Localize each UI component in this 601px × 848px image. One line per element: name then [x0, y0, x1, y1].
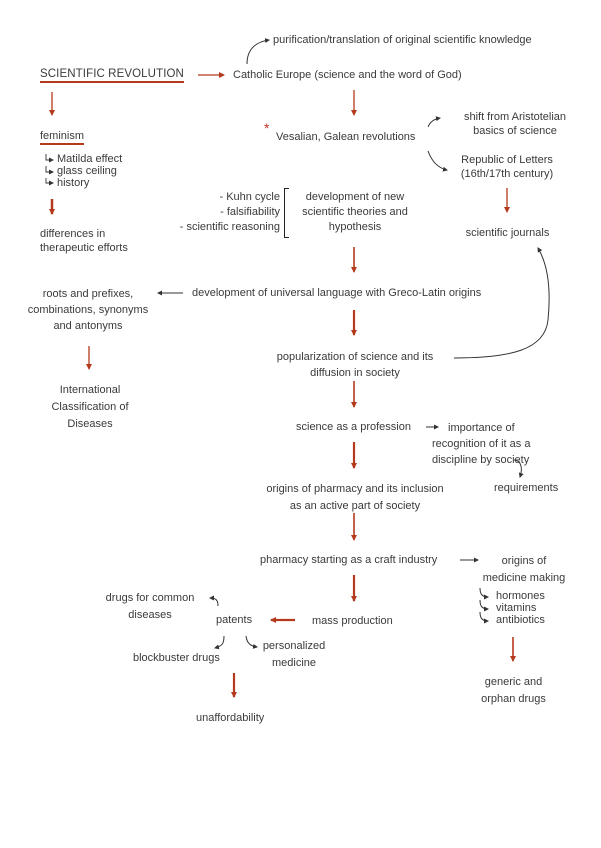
node-development-theories: development of new scientific theories a… — [290, 190, 420, 235]
text-line: discipline by society — [432, 454, 530, 466]
text-line: diseases — [128, 609, 172, 621]
text-line: scientific theories and — [302, 206, 408, 218]
node-feminism: feminism — [40, 129, 85, 145]
node-blockbuster: blockbuster drugs — [133, 652, 220, 664]
text-line: roots and prefixes, — [42, 288, 134, 300]
node-mass-production: mass production — [312, 615, 393, 627]
curve-vesalian-to-shift — [427, 116, 441, 128]
node-recognition: importance of recognition of it as a dis… — [432, 420, 530, 468]
node-roots: roots and prefixes, combinations, synony… — [18, 286, 158, 334]
text-line: recognition of it as a — [432, 438, 531, 450]
list-item: - scientific reasoning — [179, 221, 280, 233]
method-list: - Kuhn cycle - falsifiability - scientif… — [150, 190, 280, 235]
text-line: Diseases — [67, 418, 113, 430]
curve-patents-to-common — [209, 595, 219, 607]
node-common-diseases: drugs for common diseases — [100, 590, 200, 624]
list-item: history — [57, 177, 90, 189]
text-line: and antonyms — [53, 320, 123, 332]
list-item: glass ceiling — [57, 165, 117, 177]
text-line: (16th/17th century) — [460, 168, 554, 180]
curve-feminism-matilda — [45, 154, 54, 163]
list-item: antibiotics — [496, 614, 545, 626]
feminism-list: Matilda effect glass ceiling history — [57, 153, 122, 189]
asterisk-marker: * — [264, 120, 270, 136]
text-line: drugs for common — [105, 592, 195, 604]
text-line: medicine making — [482, 572, 566, 584]
curve-medicine-hormones — [479, 587, 489, 600]
bracket — [284, 188, 289, 238]
node-profession: science as a profession — [296, 421, 411, 433]
feminism-label: feminism — [40, 130, 85, 145]
list-item: hormones — [496, 590, 545, 602]
node-icd: International Classification of Diseases — [40, 382, 140, 433]
text-line: popularization of science and its — [276, 351, 434, 363]
text-line: generic and — [484, 676, 543, 688]
curve-patents-to-blockbuster — [214, 635, 225, 650]
node-generic: generic and orphan drugs — [466, 674, 561, 708]
node-catholic-europe: Catholic Europe (science and the word of… — [233, 69, 462, 81]
text-line: importance of — [448, 422, 515, 434]
text-line: differences in — [40, 228, 106, 240]
node-vesalian: Vesalian, Galean revolutions — [276, 131, 416, 143]
list-item: - falsifiability — [220, 206, 280, 218]
node-differences: differences in therapeutic efforts — [40, 227, 128, 255]
text-line: basics of science — [473, 125, 557, 137]
node-universal-language: development of universal language with G… — [192, 287, 482, 299]
curve-popularization-to-journals — [453, 247, 550, 359]
text-line: origins of — [501, 555, 547, 567]
curve-vesalian-to-republic — [427, 150, 448, 172]
node-scientific-revolution: SCIENTIFIC REVOLUTION — [40, 67, 184, 83]
curve-catholic-to-purification — [246, 38, 270, 65]
node-scientific-journals: scientific journals — [465, 227, 550, 239]
node-requirements: requirements — [494, 482, 559, 494]
list-item: - Kuhn cycle — [219, 191, 280, 203]
text-line: Classification of — [51, 401, 129, 413]
curve-medicine-vitamins — [479, 599, 489, 612]
text-line: orphan drugs — [481, 693, 546, 705]
text-line: International — [59, 384, 121, 396]
text-line: as an active part of society — [289, 500, 421, 512]
node-personalized: personalized medicine — [254, 638, 334, 672]
text-line: therapeutic efforts — [40, 242, 128, 254]
text-line: origins of pharmacy and its inclusion — [266, 483, 444, 495]
text-line: personalized — [262, 640, 326, 652]
text-line: medicine — [271, 657, 317, 669]
curve-medicine-antibiotics — [479, 611, 489, 624]
node-pharmacy-origins: origins of pharmacy and its inclusion as… — [250, 481, 460, 515]
node-purification: purification/translation of original sci… — [273, 34, 532, 46]
text-line: Republic of Letters — [461, 154, 553, 166]
node-patents: patents — [216, 614, 253, 626]
node-craft-industry: pharmacy starting as a craft industry — [260, 554, 438, 566]
text-line: shift from Aristotelian — [463, 111, 567, 123]
text-line: combinations, synonyms — [27, 304, 149, 316]
text-line: development of new — [305, 191, 405, 203]
curve-feminism-history — [45, 178, 54, 186]
node-shift: shift from Aristotelian basics of scienc… — [450, 110, 580, 138]
node-medicine-making: origins of medicine making — [474, 553, 574, 587]
node-popularization: popularization of science and its diffus… — [260, 349, 450, 381]
curve-feminism-glass — [45, 166, 54, 175]
list-item: vitamins — [496, 602, 537, 614]
text-line: diffusion in society — [310, 367, 400, 379]
node-unaffordability: unaffordability — [196, 712, 265, 724]
node-republic: Republic of Letters (16th/17th century) — [446, 153, 568, 181]
list-item: Matilda effect — [57, 153, 123, 165]
medicine-list: hormones vitamins antibiotics — [496, 590, 545, 626]
text-line: hypothesis — [328, 221, 382, 233]
scientific-revolution-label: SCIENTIFIC REVOLUTION — [40, 68, 184, 83]
